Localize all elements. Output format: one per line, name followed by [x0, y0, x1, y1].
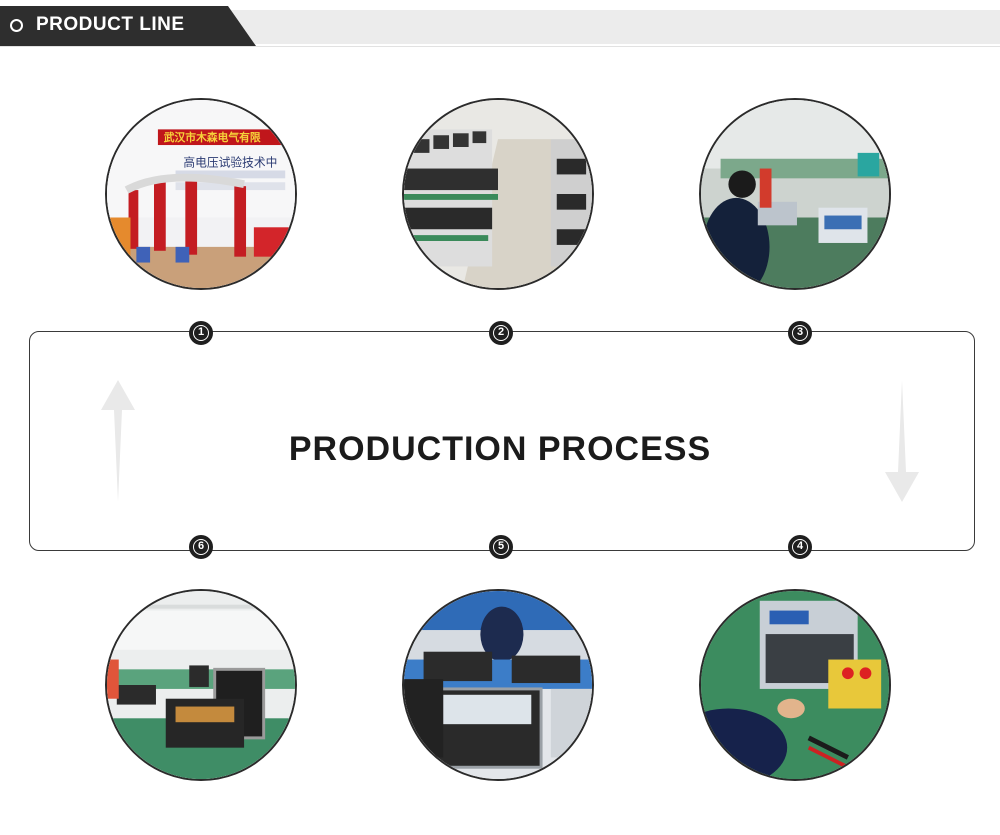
step-number-2: 2: [489, 321, 513, 345]
section-header: PRODUCT LINE: [0, 0, 1000, 47]
up-arrow-icon: [101, 380, 135, 502]
photo-step-5: [402, 589, 594, 781]
process-frame: [29, 331, 975, 551]
section-title: PRODUCT LINE: [36, 14, 185, 35]
step-number-4: 4: [788, 535, 812, 559]
photo-step-1: 武汉市木森电气有限 高电压试验技术中: [105, 98, 297, 290]
step-number-1: 1: [189, 321, 213, 345]
photo-step-3: [699, 98, 891, 290]
down-arrow-icon: [885, 380, 919, 502]
header-tab: [0, 6, 256, 46]
step-number-5: 5: [489, 535, 513, 559]
step-number-3: 3: [788, 321, 812, 345]
header-divider: [0, 46, 1000, 47]
factory-sign: 武汉市木森电气有限: [164, 131, 261, 144]
step-number-6: 6: [189, 535, 213, 559]
center-banner: 高电压试验技术中: [183, 156, 277, 170]
photo-step-2: [402, 98, 594, 290]
circle-bullet-icon: [10, 19, 23, 32]
process-title: PRODUCTION PROCESS: [288, 430, 712, 468]
photo-step-4: [699, 589, 891, 781]
photo-step-6: [105, 589, 297, 781]
